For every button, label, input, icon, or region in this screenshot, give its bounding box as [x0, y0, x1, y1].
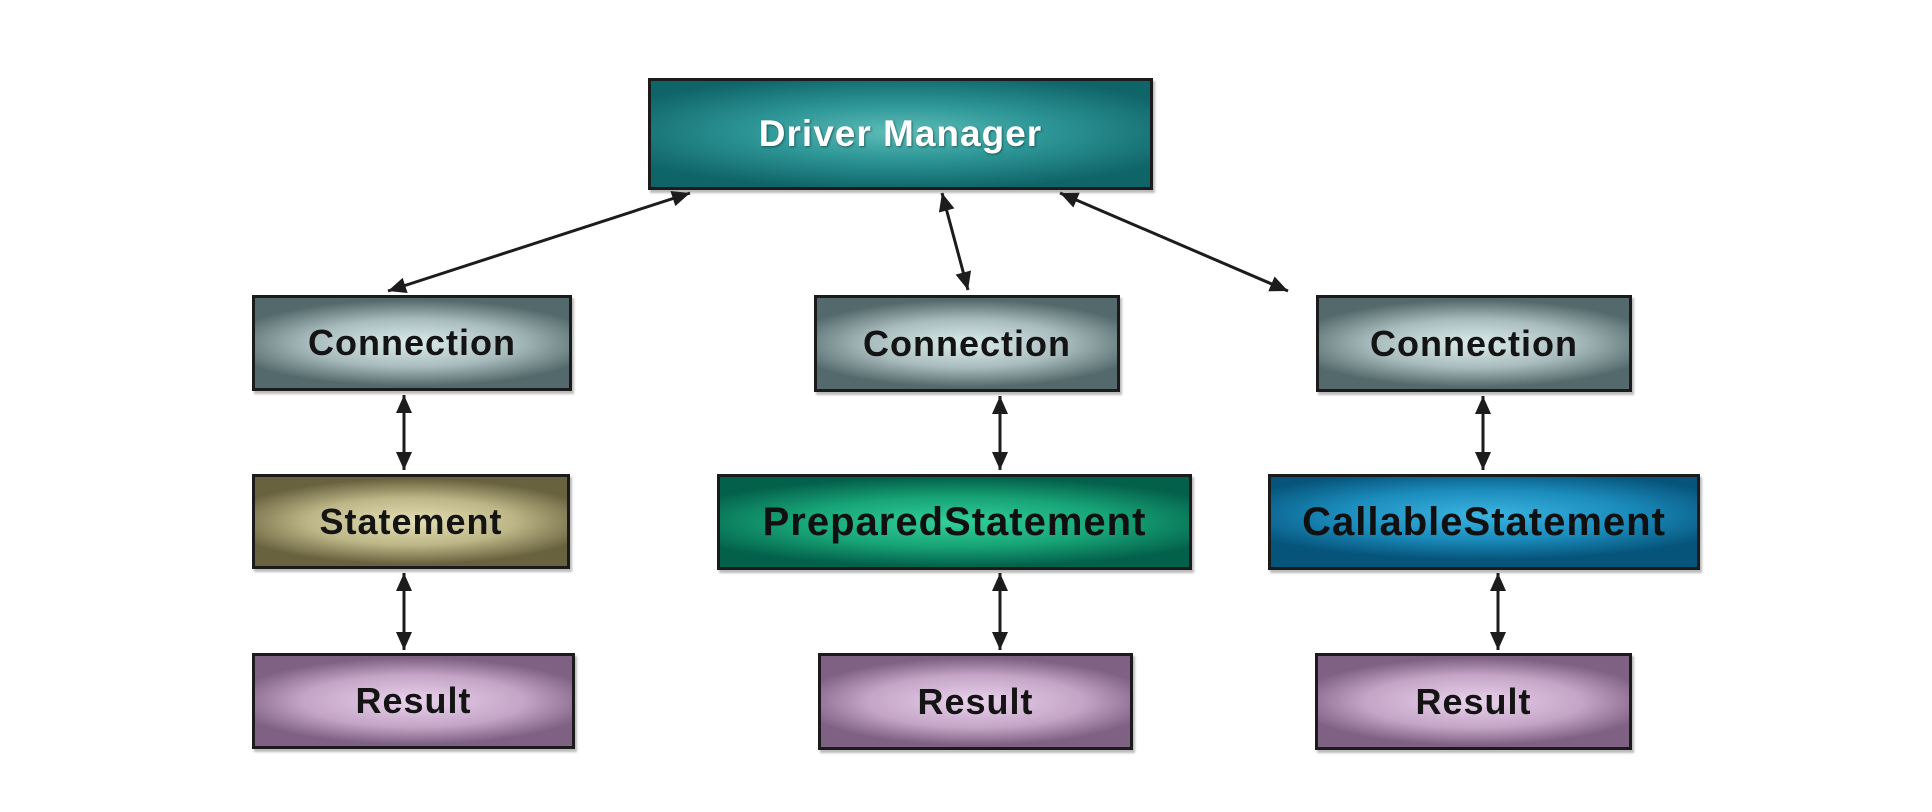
callable-statement-label: CallableStatement	[1302, 499, 1666, 544]
prepared-statement-node: PreparedStatement	[717, 474, 1192, 570]
result-node-right: Result	[1315, 653, 1632, 750]
prepared-statement-label: PreparedStatement	[762, 499, 1147, 544]
connection-node-left: Connection	[252, 295, 572, 391]
statement-label: Statement	[319, 500, 503, 542]
statement-node: Statement	[252, 474, 570, 569]
edge-drivermanager-connection-middle	[938, 192, 972, 291]
edge-drivermanager-connection-right	[1059, 191, 1289, 293]
result-node-left: Result	[252, 653, 575, 749]
connection-node-middle: Connection	[814, 295, 1120, 392]
edge-drivermanager-connection-left	[387, 190, 691, 294]
driver-manager-node: Driver Manager	[648, 78, 1153, 190]
result-label: Result	[917, 680, 1034, 722]
result-label: Result	[1415, 680, 1532, 722]
connection-label: Connection	[308, 322, 516, 363]
result-label: Result	[355, 680, 472, 721]
connection-label: Connection	[1370, 322, 1578, 364]
driver-manager-label: Driver Manager	[758, 113, 1043, 154]
connection-node-right: Connection	[1316, 295, 1632, 392]
callable-statement-node: CallableStatement	[1268, 474, 1700, 570]
connection-label: Connection	[863, 322, 1071, 364]
result-node-middle: Result	[818, 653, 1133, 750]
